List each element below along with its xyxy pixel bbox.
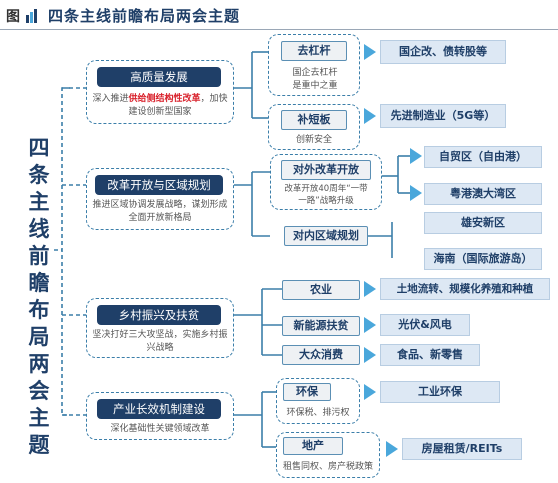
result-free-trade-zone: 自贸区（自由港） xyxy=(424,146,542,168)
branch-box-real-estate: 地产 租售同权、房产税政策 xyxy=(276,432,380,478)
result-greater-bay-area: 粤港澳大湾区 xyxy=(424,183,542,205)
theme-label-industry: 产业长效机制建设 xyxy=(97,399,221,419)
theme-label-high-quality: 高质量发展 xyxy=(97,67,221,87)
result-food-retail: 食品、新零售 xyxy=(380,344,480,366)
arrow-icon xyxy=(364,347,376,363)
result-soe-reform: 国企改、债转股等 xyxy=(380,40,506,64)
figure-tag: 图 xyxy=(6,9,20,25)
branch-note-external-opening: 改革开放40周年“一带一路”战略升级 xyxy=(284,184,368,206)
theme-box-industry: 产业长效机制建设 深化基础性关键领域改革 xyxy=(86,392,234,440)
arrow-icon xyxy=(364,44,376,60)
branch-note-environment: 环保税、排污权 xyxy=(286,408,350,418)
branch-label-real-estate: 地产 xyxy=(283,437,343,455)
branch-label-deleverage: 去杠杆 xyxy=(281,41,347,61)
result-land-transfer: 土地流转、规模化养殖和种植 xyxy=(380,278,550,300)
arrow-icon xyxy=(364,317,376,333)
branch-label-consumption: 大众消费 xyxy=(282,345,360,365)
result-advanced-manufacturing: 先进制造业（5G等） xyxy=(380,104,506,128)
theme-box-reform-opening: 改革开放与区域规划 推进区域协调发展战略，谋划形成全面开放新格局 xyxy=(86,168,234,230)
branch-note-real-estate: 租售同权、房产税政策 xyxy=(282,462,373,472)
theme-box-rural: 乡村振兴及扶贫 坚决打好三大攻坚战，实施乡村振兴战略 xyxy=(86,298,234,358)
theme-desc-high-quality: 深入推进供给侧结构性改革，加快建设创新型国家 xyxy=(92,94,228,117)
arrow-icon xyxy=(410,148,422,164)
arrow-icon xyxy=(364,384,376,400)
branch-note-shortboard: 创新安全 xyxy=(295,135,332,145)
result-reits: 房屋租赁/REITs xyxy=(402,438,522,460)
branch-box-external-opening: 对外改革开放 改革开放40周年“一带一路”战略升级 xyxy=(270,154,382,210)
branch-label-shortboard: 补短板 xyxy=(281,110,347,130)
figure-bar-icon xyxy=(26,8,40,23)
branch-label-external-opening: 对外改革开放 xyxy=(281,160,371,180)
theme-label-rural: 乡村振兴及扶贫 xyxy=(97,305,221,325)
branch-label-new-energy: 新能源扶贫 xyxy=(282,316,360,336)
branch-label-internal-region: 对内区域规划 xyxy=(284,226,368,246)
arrow-icon xyxy=(364,108,376,124)
arrow-icon xyxy=(364,281,376,297)
theme-desc-industry: 深化基础性关键领域改革 xyxy=(110,424,210,434)
figure-header: 图 四条主线前瞻布局两会主题 xyxy=(0,0,558,32)
branch-label-environment: 环保 xyxy=(283,383,331,401)
result-industrial-env: 工业环保 xyxy=(380,381,500,403)
branch-box-deleverage: 去杠杆 国企去杠杆是重中之重 xyxy=(268,34,360,96)
result-solar-wind: 光伏&风电 xyxy=(380,314,470,336)
arrow-icon xyxy=(386,441,398,457)
branch-label-agriculture: 农业 xyxy=(282,280,360,300)
header-divider xyxy=(0,29,558,30)
theme-label-reform-opening: 改革开放与区域规划 xyxy=(95,175,223,195)
branch-note-deleverage: 国企去杠杆是重中之重 xyxy=(292,68,338,91)
result-xiongan: 雄安新区 xyxy=(424,212,542,234)
theme-desc-rural: 坚决打好三大攻坚战，实施乡村振兴战略 xyxy=(92,330,228,353)
theme-box-high-quality: 高质量发展 深入推进供给侧结构性改革，加快建设创新型国家 xyxy=(86,60,234,124)
result-hainan: 海南（国际旅游岛） xyxy=(424,248,542,270)
page-title: 四条主线前瞻布局两会主题 xyxy=(48,7,241,25)
theme-desc-reform-opening: 推进区域协调发展战略，谋划形成全面开放新格局 xyxy=(92,200,228,223)
branch-box-environment: 环保 环保税、排污权 xyxy=(276,378,360,424)
main-title-vertical: 四条主线前瞻布局两会主题 xyxy=(28,136,50,457)
branch-box-shortboard: 补短板 创新安全 xyxy=(268,104,360,150)
arrow-icon xyxy=(410,185,422,201)
